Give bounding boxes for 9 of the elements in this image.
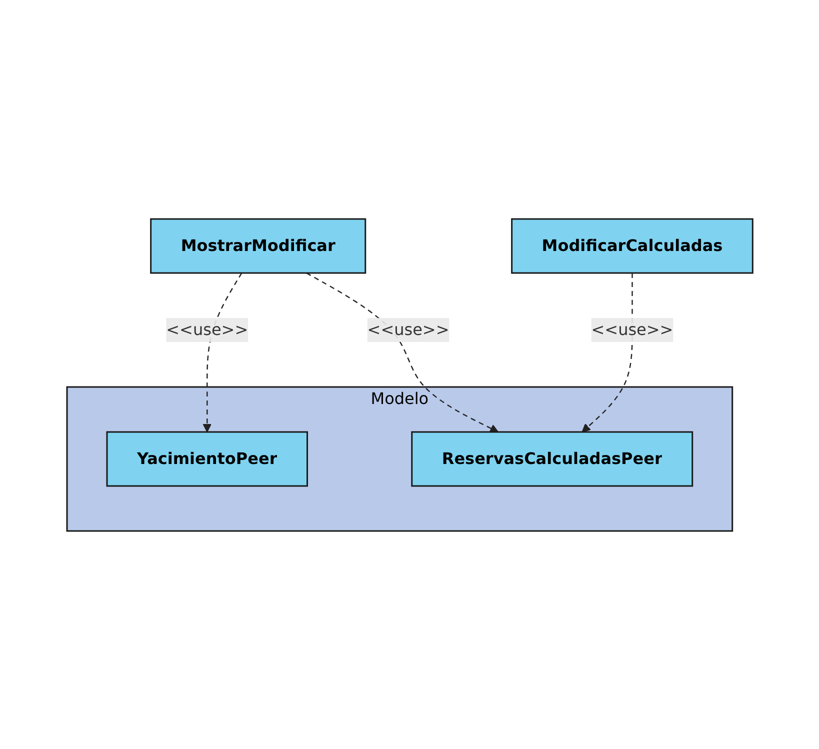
node-box: ModificarCalculadas — [510, 218, 754, 274]
edge-label: <<use>> — [366, 319, 449, 338]
node-box: ReservasCalculadasPeer — [410, 430, 693, 486]
edge-label: <<use>> — [166, 319, 248, 338]
arrow — [306, 272, 498, 432]
edge-label: <<use>> — [590, 319, 673, 338]
node-box: MostrarModificar — [150, 218, 366, 274]
node-box: YacimientoPeer — [106, 430, 308, 486]
arrow — [202, 272, 242, 432]
